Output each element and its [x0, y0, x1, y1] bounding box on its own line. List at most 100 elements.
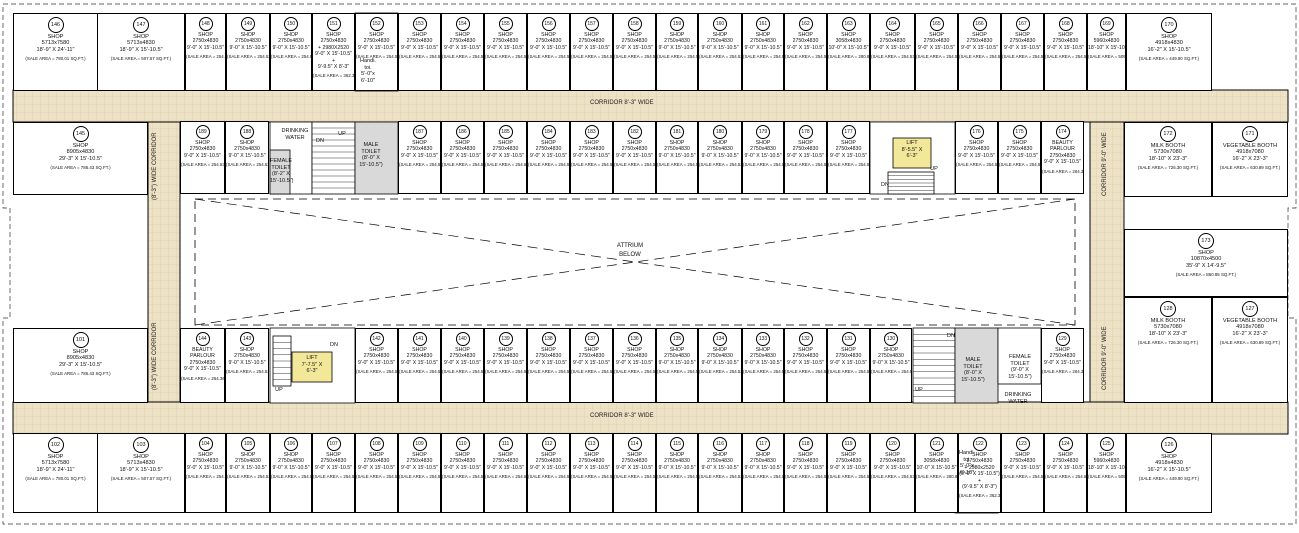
shop-spec: SHOP — [798, 347, 813, 353]
shop-spec: VEGETABLE BOOTH — [1222, 143, 1278, 149]
shop-spec: 9'-0" X 15'-10.5" — [228, 359, 266, 366]
shop-spec: SHOP — [369, 32, 384, 38]
shop-sale-area: (SALE AREA = 254.53 SQ.FT.) — [227, 474, 270, 480]
shop-spec: SHOP — [498, 452, 513, 458]
shop-spec: SHOP — [929, 32, 944, 38]
shop-spec: SHOP — [712, 347, 728, 353]
stair-up-bottom-right-label-line: UP — [915, 387, 923, 393]
shop-spec: 2750x4830 — [234, 353, 260, 360]
male-toilet-bottom-label-line: TOILET — [963, 363, 983, 370]
shop-sale-area: (SALE AREA = 254.53 SQ.FT.) — [186, 474, 225, 480]
shop-number: 158 — [627, 17, 642, 31]
stair-up-top-label: UP — [336, 131, 348, 138]
shop-spec: 2750x4830 — [578, 38, 605, 45]
lift-top-car — [892, 137, 932, 169]
shop-spec: 2750x4830 — [1009, 38, 1036, 45]
shop-spec: 2750x4830 — [1009, 458, 1036, 465]
shop-spec: 9'-0" X 15'-10.5" — [572, 359, 611, 366]
handi-toilet-top-label-line: Handi. — [360, 58, 376, 64]
shop-spec: SHOP — [369, 347, 384, 353]
shop-sale-area: (SALE AREA = 254.53 SQ.FT.) — [916, 54, 958, 60]
handi-toilet-top-label-line: 6'-10" — [360, 77, 375, 84]
shop-spec: SHOP — [239, 140, 255, 146]
shop-spec: 9'-0" X 15'-10.5" — [615, 152, 654, 159]
shop-spec: + 2980x2520 — [964, 464, 995, 471]
shop-number: 175 — [1012, 125, 1027, 139]
shop-spec: 29'-3" X 15'-10.5" — [58, 155, 103, 162]
female-toilet-bottom-label-line: (9'-0" X — [1011, 367, 1029, 373]
shop-number: 126 — [1161, 437, 1177, 453]
stair-dn-top-label-line: DN — [316, 138, 324, 144]
shop-number: 171 — [1242, 126, 1258, 142]
shop-number: 153 — [412, 17, 427, 31]
shop-spec: 2750x4830 — [189, 146, 216, 153]
male-toilet-bottom-label-line: MALE — [965, 357, 981, 363]
shop-number: 123 — [1015, 437, 1030, 451]
shop-spec: 2750x4830 — [535, 353, 562, 360]
shop-sale-area: (SALE AREA = 254.53 SQ.FT.) — [528, 369, 570, 375]
shop-spec: 2750x4830 — [1049, 152, 1076, 159]
lift-bottom-label-line: 7'-7.5" X — [301, 361, 323, 368]
shop-sale-area: (SALE AREA = 254.53 SQ.FT.) — [871, 474, 915, 480]
shop-sale-area: (SALE AREA = 254.53 SQ.FT.) — [226, 162, 269, 168]
male-toilet-top-label-line: MALE — [363, 142, 379, 148]
shop-spec: PARLOUR — [190, 353, 215, 360]
shop-spec: 2750x4830 — [1052, 458, 1079, 465]
shop-spec: 9'-0" X 15'-10.5" — [486, 152, 525, 159]
shop-sale-area: (SALE AREA = 254.53 SQ.FT.) — [181, 162, 225, 168]
shop-spec: 9'-0" X 15'-10.5" — [186, 44, 225, 51]
shop-spec: SHOP — [929, 452, 944, 458]
shop-sale-area: (SALE AREA = 449.90 SQ.FT.) — [1138, 56, 1200, 62]
shop-spec: SHOP — [498, 347, 513, 353]
shop-number: 130 — [884, 332, 898, 346]
shop-spec: 5713x7580 — [41, 460, 70, 467]
shop-spec: VEGETABLE BOOTH — [1222, 318, 1278, 324]
shop-spec: 35'-9" X 14'-9.5" — [1185, 262, 1226, 269]
shop-spec: 2750x4830 — [449, 353, 476, 360]
shop-spec: SHOP — [133, 454, 149, 460]
shop-spec: 2750x4830 — [664, 458, 690, 465]
shop-sale-area: (SALE AREA = 786.43 SQ.FT.) — [50, 165, 111, 171]
shop-sale-area: (SALE AREA = 264.36 SQ.FT.) — [1042, 168, 1084, 174]
drinking-water-bottom-label-line: DRINKING — [1004, 392, 1032, 398]
male-toilet-top-label-line: TOILET — [361, 148, 381, 155]
shop-spec: 9'-0" X 15'-10.5" — [443, 44, 482, 51]
shop-spec: SHOP — [412, 140, 427, 146]
shop-sale-area: (SALE AREA = 254.53 SQ.FT.) — [271, 474, 311, 480]
shop-spec: 9'-0" X 15'-10.5" — [829, 464, 868, 471]
shop-spec: 2750x4830 — [621, 38, 648, 45]
shop-spec: 2750x4830 — [750, 146, 776, 153]
shop-spec: 2750x4830 — [750, 458, 776, 465]
shop-number: 111 — [498, 437, 513, 451]
shop-spec: 2750x4830 — [492, 38, 519, 45]
shop-sale-area: (SALE AREA = 254.53 SQ.FT.) — [271, 54, 311, 60]
shop-spec: SHOP — [1099, 32, 1114, 38]
shop-number: 162 — [798, 17, 813, 31]
shop-number: 182 — [627, 125, 642, 139]
shop-spec: 2750x4830 — [792, 353, 819, 360]
shop-spec: SHOP — [283, 32, 299, 38]
shop-number: 183 — [584, 125, 599, 139]
shop-spec: 2750x4830 — [578, 146, 605, 153]
shop-spec: 2750x4830 — [707, 458, 733, 465]
shop-number: 144 — [195, 332, 210, 346]
shop-spec: SHOP — [283, 452, 299, 458]
shop-spec: + — [977, 477, 982, 484]
